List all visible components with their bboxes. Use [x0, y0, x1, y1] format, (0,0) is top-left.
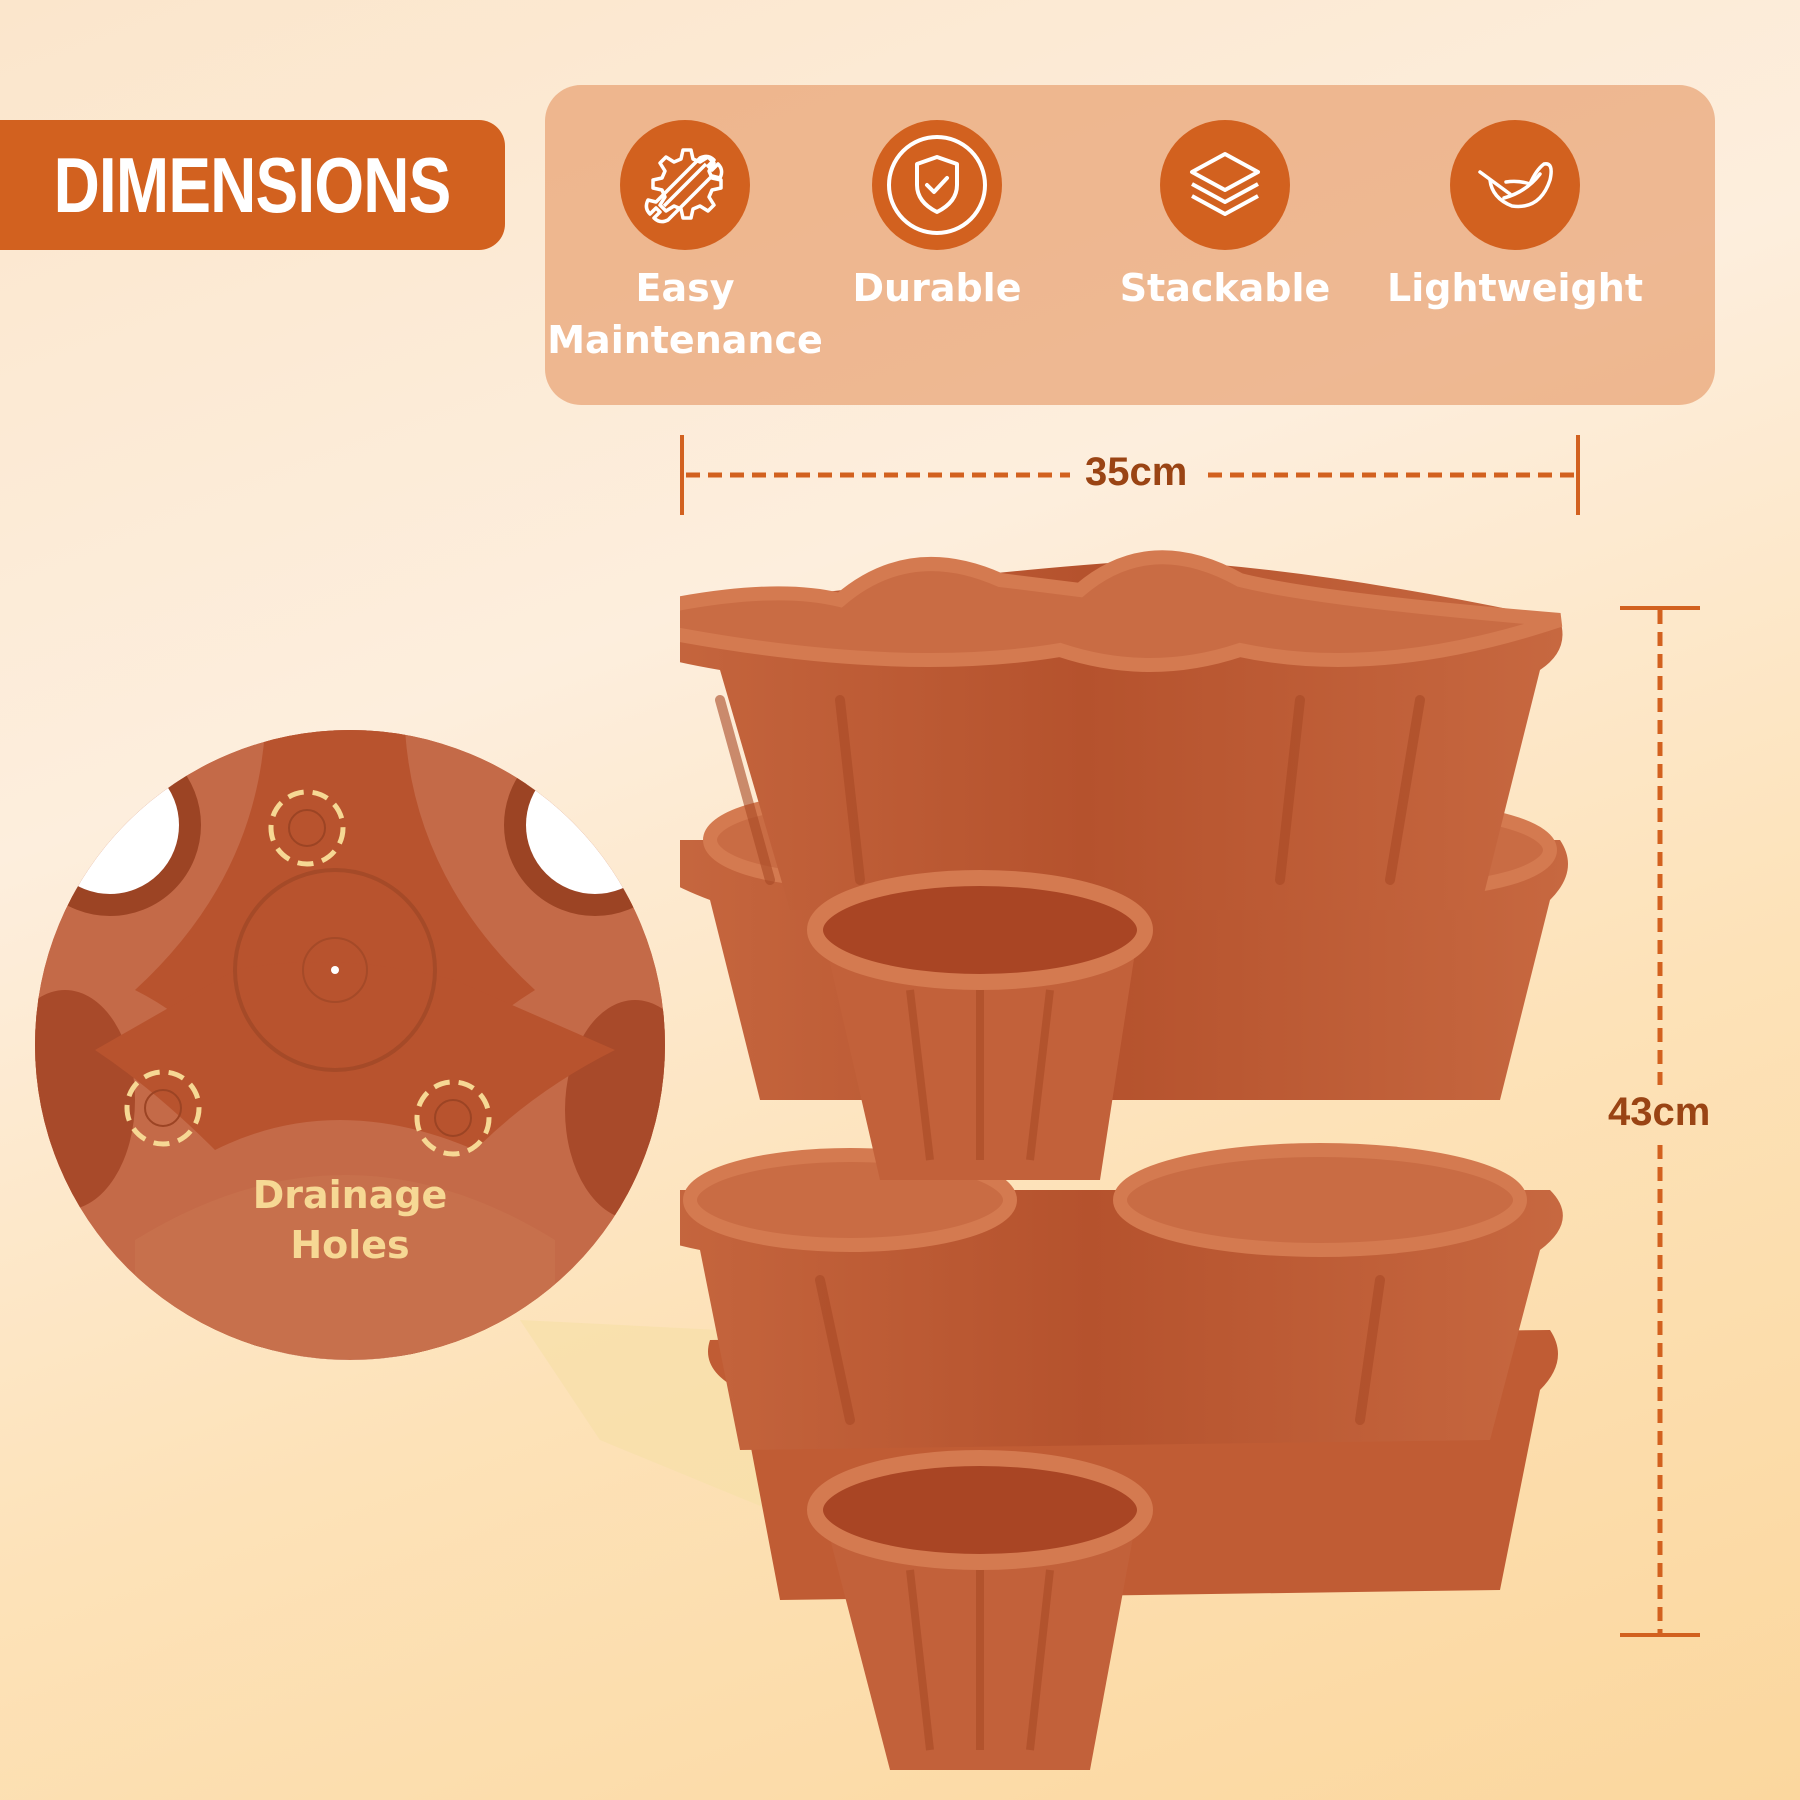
- features-panel: Easy Maintenance Durable Stackable: [545, 85, 1715, 405]
- height-label: 43cm: [1608, 1090, 1711, 1134]
- feature-label: Durable: [852, 266, 1022, 310]
- shield-check-icon: [872, 120, 1002, 250]
- layers-icon: [1160, 120, 1290, 250]
- feather-icon: [1450, 120, 1580, 250]
- width-label: 35cm: [1085, 450, 1188, 494]
- feature-durable: Durable: [797, 120, 1077, 314]
- feature-label: Stackable: [1119, 266, 1331, 310]
- feature-stackable: Stackable: [1085, 120, 1365, 314]
- feature-label: Lightweight: [1387, 266, 1643, 310]
- feature-label: Easy Maintenance: [547, 266, 823, 362]
- gear-wrench-icon: [620, 120, 750, 250]
- feature-easy-maintenance: Easy Maintenance: [545, 120, 825, 366]
- width-dimension: 35cm: [680, 435, 1580, 515]
- drainage-inset: Drainage Holes: [35, 730, 665, 1360]
- feature-lightweight: Lightweight: [1375, 120, 1655, 314]
- drainage-holes-label: Drainage Holes: [252, 1173, 448, 1267]
- page-title: DIMENSIONS: [54, 140, 452, 229]
- stacked-planter-image: [603, 540, 1580, 1780]
- title-banner: DIMENSIONS: [0, 120, 505, 250]
- height-dimension: 43cm: [1608, 590, 1760, 1640]
